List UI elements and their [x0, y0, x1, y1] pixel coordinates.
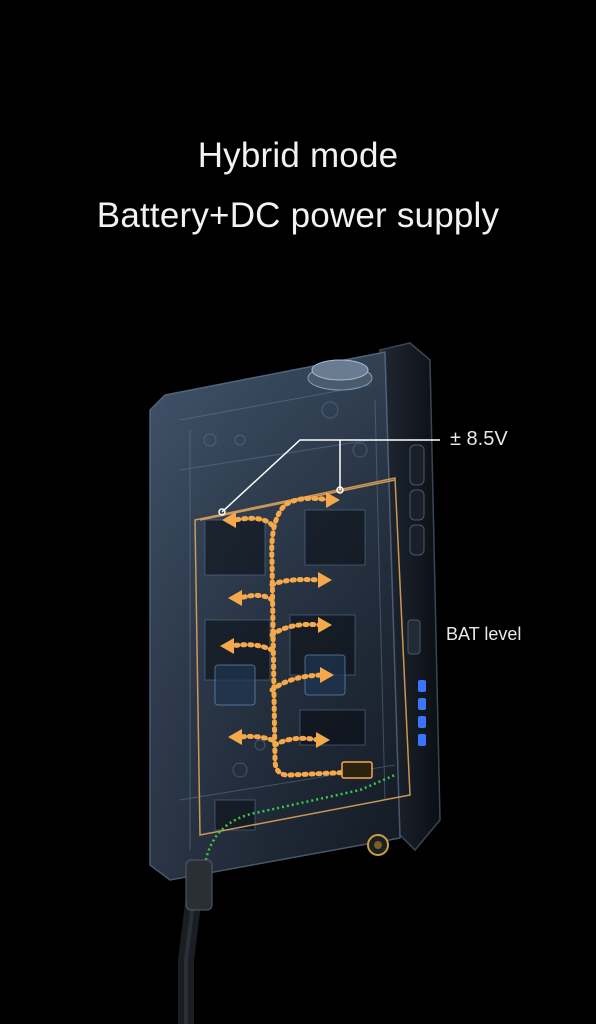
voltage-callout: ± 8.5V — [450, 428, 508, 450]
circuit-board-texture — [179, 384, 396, 850]
power-input-connector — [341, 761, 373, 779]
headline-line-1: Hybrid mode — [197, 136, 399, 175]
power-flow-arrows — [220, 492, 340, 748]
battery-level-callout: BAT level — [446, 624, 522, 644]
ground-flow-path — [203, 773, 396, 866]
battery-level-leds — [418, 680, 426, 746]
voltage-leader-lines — [218, 439, 440, 516]
dc-power-cable — [178, 859, 213, 1024]
power-flow-paths — [229, 495, 358, 778]
headline-line-2: Battery+DC power supply — [96, 196, 500, 235]
